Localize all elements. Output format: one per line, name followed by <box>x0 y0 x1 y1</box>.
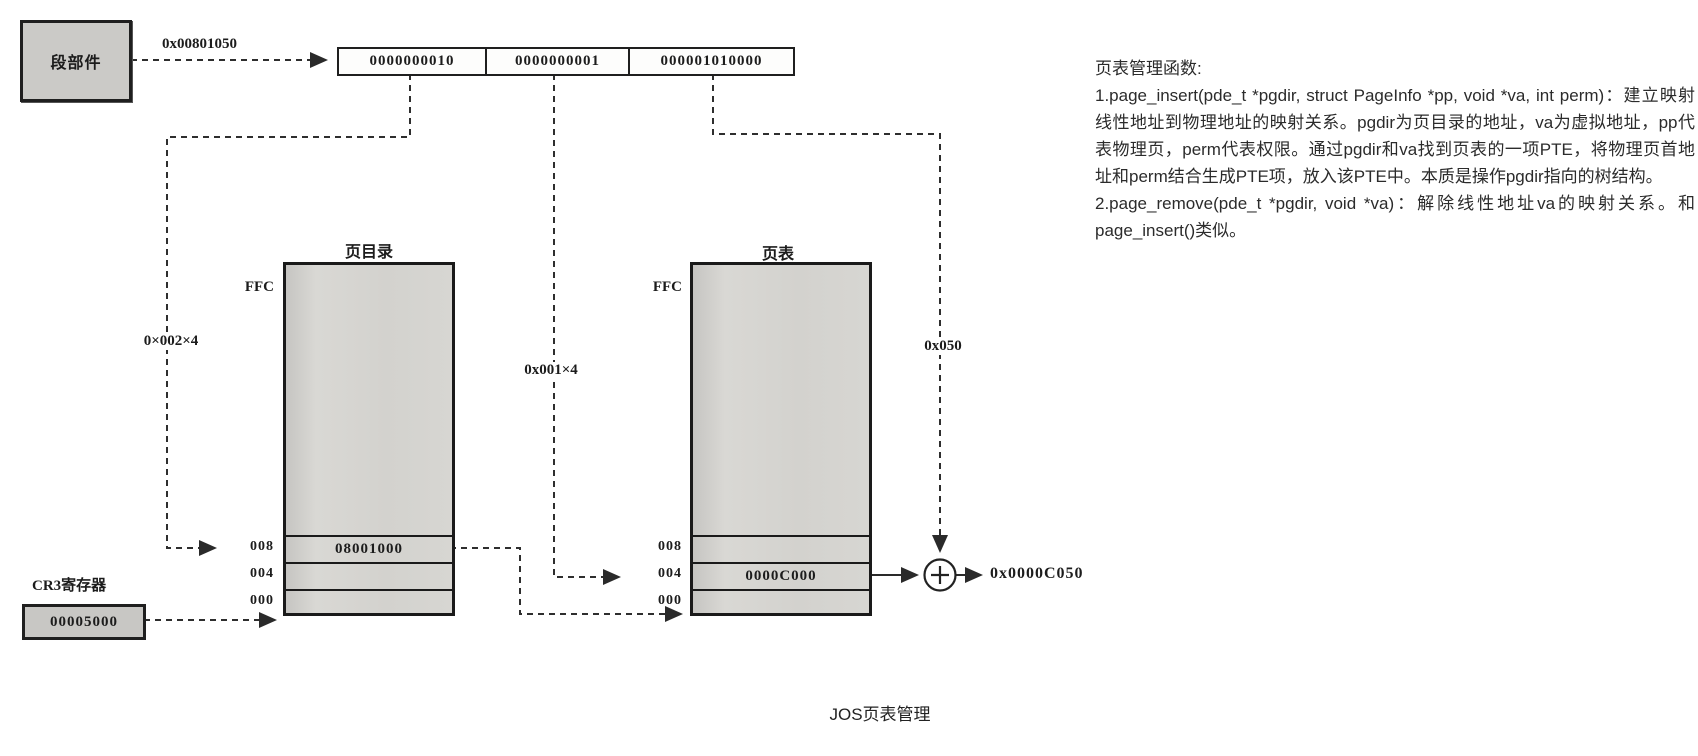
notes-item-page-remove: 2.page_remove(pde_t *pgdir, void *va)：解除… <box>1095 194 1695 240</box>
row-divider <box>693 562 869 564</box>
dir-row-label-008: 008 <box>250 539 274 554</box>
segment-unit-label: 段部件 <box>50 55 102 72</box>
row-divider <box>286 589 452 591</box>
dir-multiplier-label: 0×002×4 <box>124 333 218 350</box>
row-divider <box>286 535 452 537</box>
cr3-register-value: 00005000 <box>50 613 118 630</box>
linear-address-label: 0x00801050 <box>162 36 237 52</box>
pte-entry-value: 0000C000 <box>745 568 817 584</box>
physical-address-result: 0x0000C050 <box>990 565 1084 582</box>
table-index-field: 0000000001 <box>487 49 630 74</box>
notes-title: 页表管理函数: <box>1095 59 1202 78</box>
row-divider <box>693 535 869 537</box>
linear-address-fields-box: 0000000010 0000000001 000001010000 <box>337 47 795 76</box>
dir-row-label-000: 000 <box>250 593 274 608</box>
notes-item-page-insert: 1.page_insert(pde_t *pgdir, struct PageI… <box>1095 86 1695 186</box>
figure-caption: JOS页表管理 <box>829 705 931 724</box>
page-directory-title: 页目录 <box>344 244 393 261</box>
pt-row-label-000: 000 <box>658 593 682 608</box>
page-directory-table: 08001000 <box>283 262 455 616</box>
cr3-register-box: 00005000 <box>22 604 146 640</box>
row-divider <box>693 589 869 591</box>
page-directory-top-offset-label: FFC <box>244 279 274 295</box>
pde-entry-value: 08001000 <box>335 541 403 557</box>
adder-plus-icon <box>923 558 957 592</box>
pt-row-label-008: 008 <box>658 539 682 554</box>
notes-panel: 页表管理函数: 1.page_insert(pde_t *pgdir, stru… <box>1095 55 1695 244</box>
segment-unit-box: 段部件 <box>20 20 132 102</box>
row-divider <box>286 562 452 564</box>
directory-index-field: 0000000010 <box>339 49 487 74</box>
pt-row-label-004: 004 <box>658 566 682 581</box>
page-offset-label: 0x050 <box>908 338 978 355</box>
dir-row-label-004: 004 <box>250 566 274 581</box>
page-table-title: 页表 <box>761 246 794 263</box>
table-multiplier-label: 0x001×4 <box>504 362 598 379</box>
page-table-table: 0000C000 <box>690 262 872 616</box>
page-table-top-offset-label: FFC <box>652 279 682 295</box>
offset-field: 000001010000 <box>660 53 763 69</box>
cr3-register-label: CR3寄存器 <box>32 578 107 594</box>
table-index-path <box>553 74 621 585</box>
